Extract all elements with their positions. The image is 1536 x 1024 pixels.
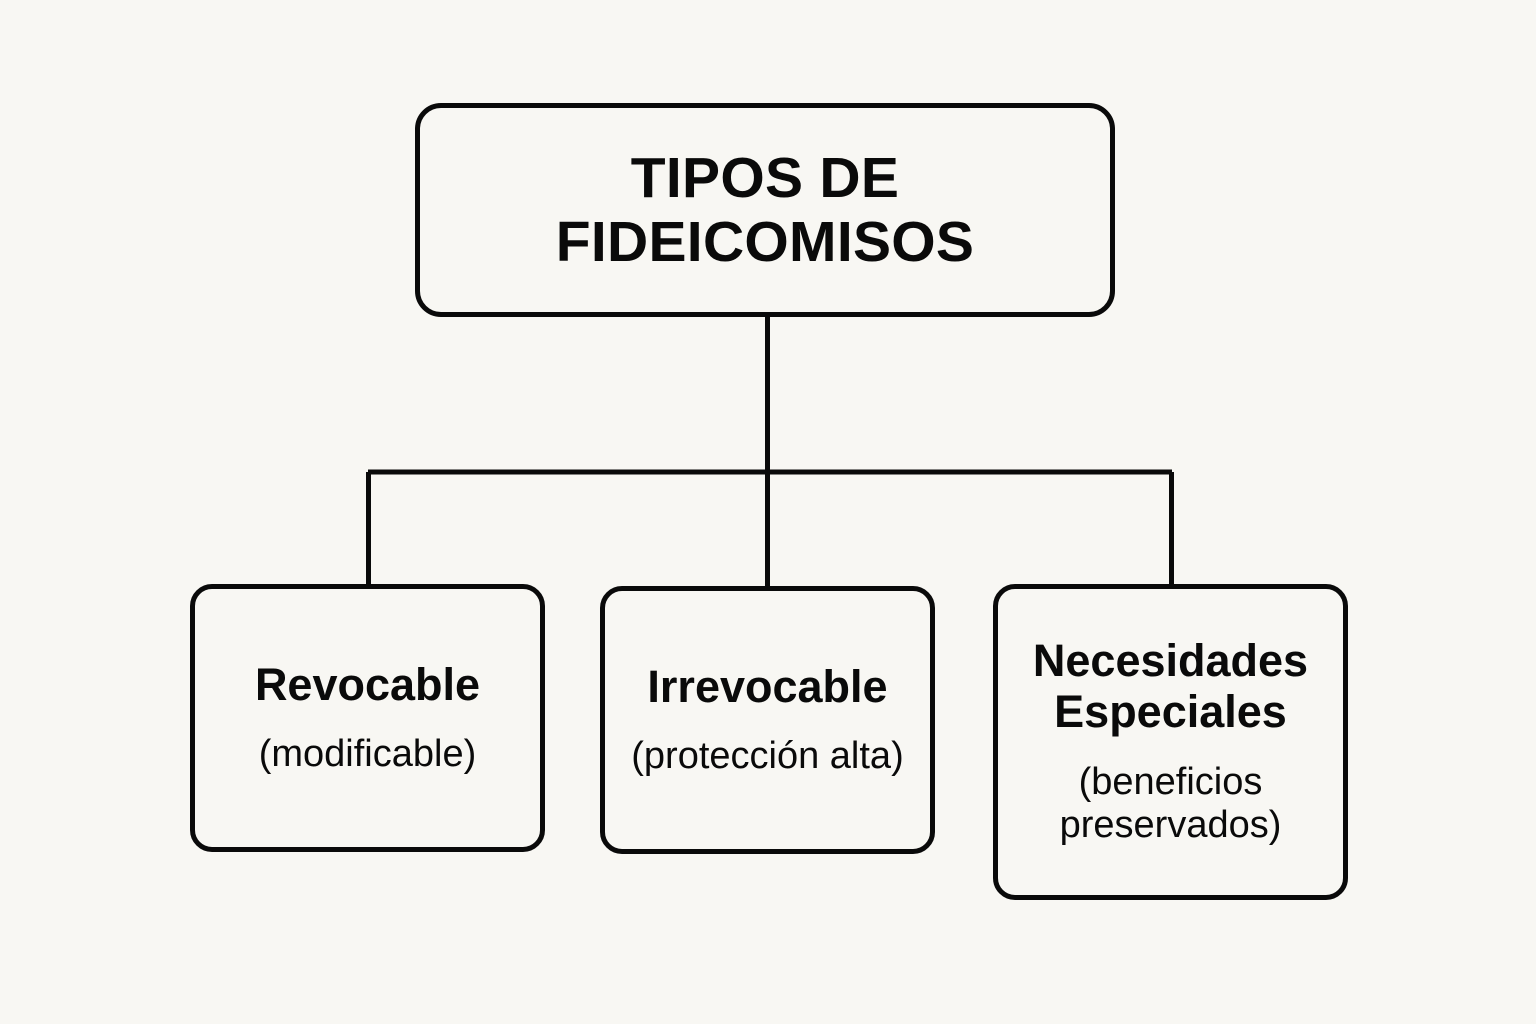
node-irrevocable[interactable]: Irrevocable (protección alta) bbox=[600, 586, 935, 854]
node-root-title: TIPOS DE FIDEICOMISOS bbox=[555, 145, 975, 274]
node-revocable-title: Revocable bbox=[254, 659, 481, 711]
node-revocable[interactable]: Revocable (modificable) bbox=[190, 584, 545, 852]
node-necesidades-especiales[interactable]: Necesidades Especiales (beneficios prese… bbox=[993, 584, 1348, 900]
node-irrevocable-subtitle: (protección alta) bbox=[631, 734, 904, 777]
node-necesidades-especiales-title: Necesidades Especiales bbox=[1032, 635, 1309, 737]
node-revocable-subtitle: (modificable) bbox=[258, 732, 477, 775]
node-root[interactable]: TIPOS DE FIDEICOMISOS bbox=[415, 103, 1115, 317]
node-necesidades-especiales-subtitle: (beneficios preservados) bbox=[1059, 761, 1282, 847]
node-irrevocable-title: Irrevocable bbox=[647, 661, 888, 713]
